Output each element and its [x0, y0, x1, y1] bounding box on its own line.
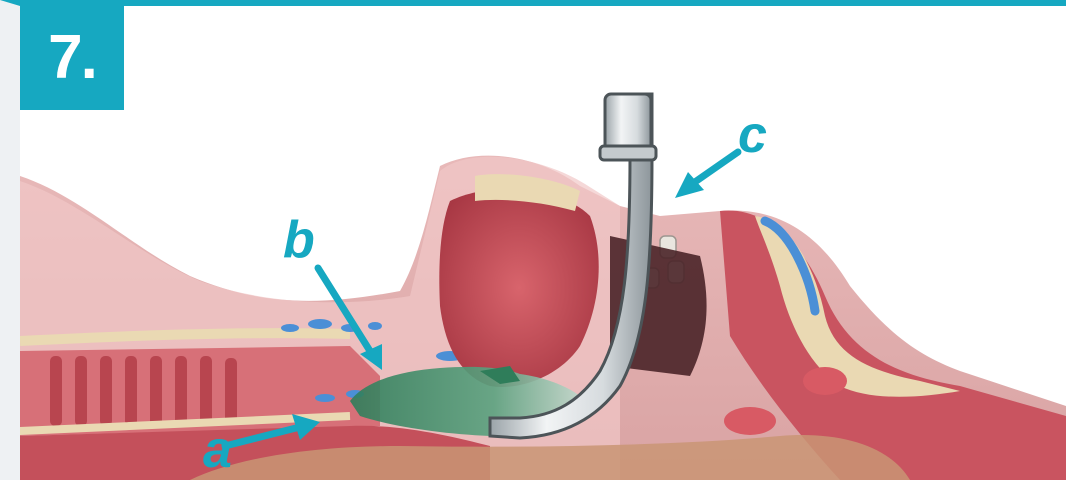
bone-node: [724, 407, 776, 435]
tube-connector: [605, 94, 651, 152]
callout-label-c: c: [738, 109, 767, 161]
tube-connector-ring: [600, 146, 656, 160]
callout-label-a: a: [203, 424, 232, 476]
bone-node: [803, 367, 847, 395]
step-number-badge: 7.: [20, 6, 124, 110]
callout-label-b: b: [283, 214, 315, 266]
airway-illustration: [20, 6, 1066, 480]
